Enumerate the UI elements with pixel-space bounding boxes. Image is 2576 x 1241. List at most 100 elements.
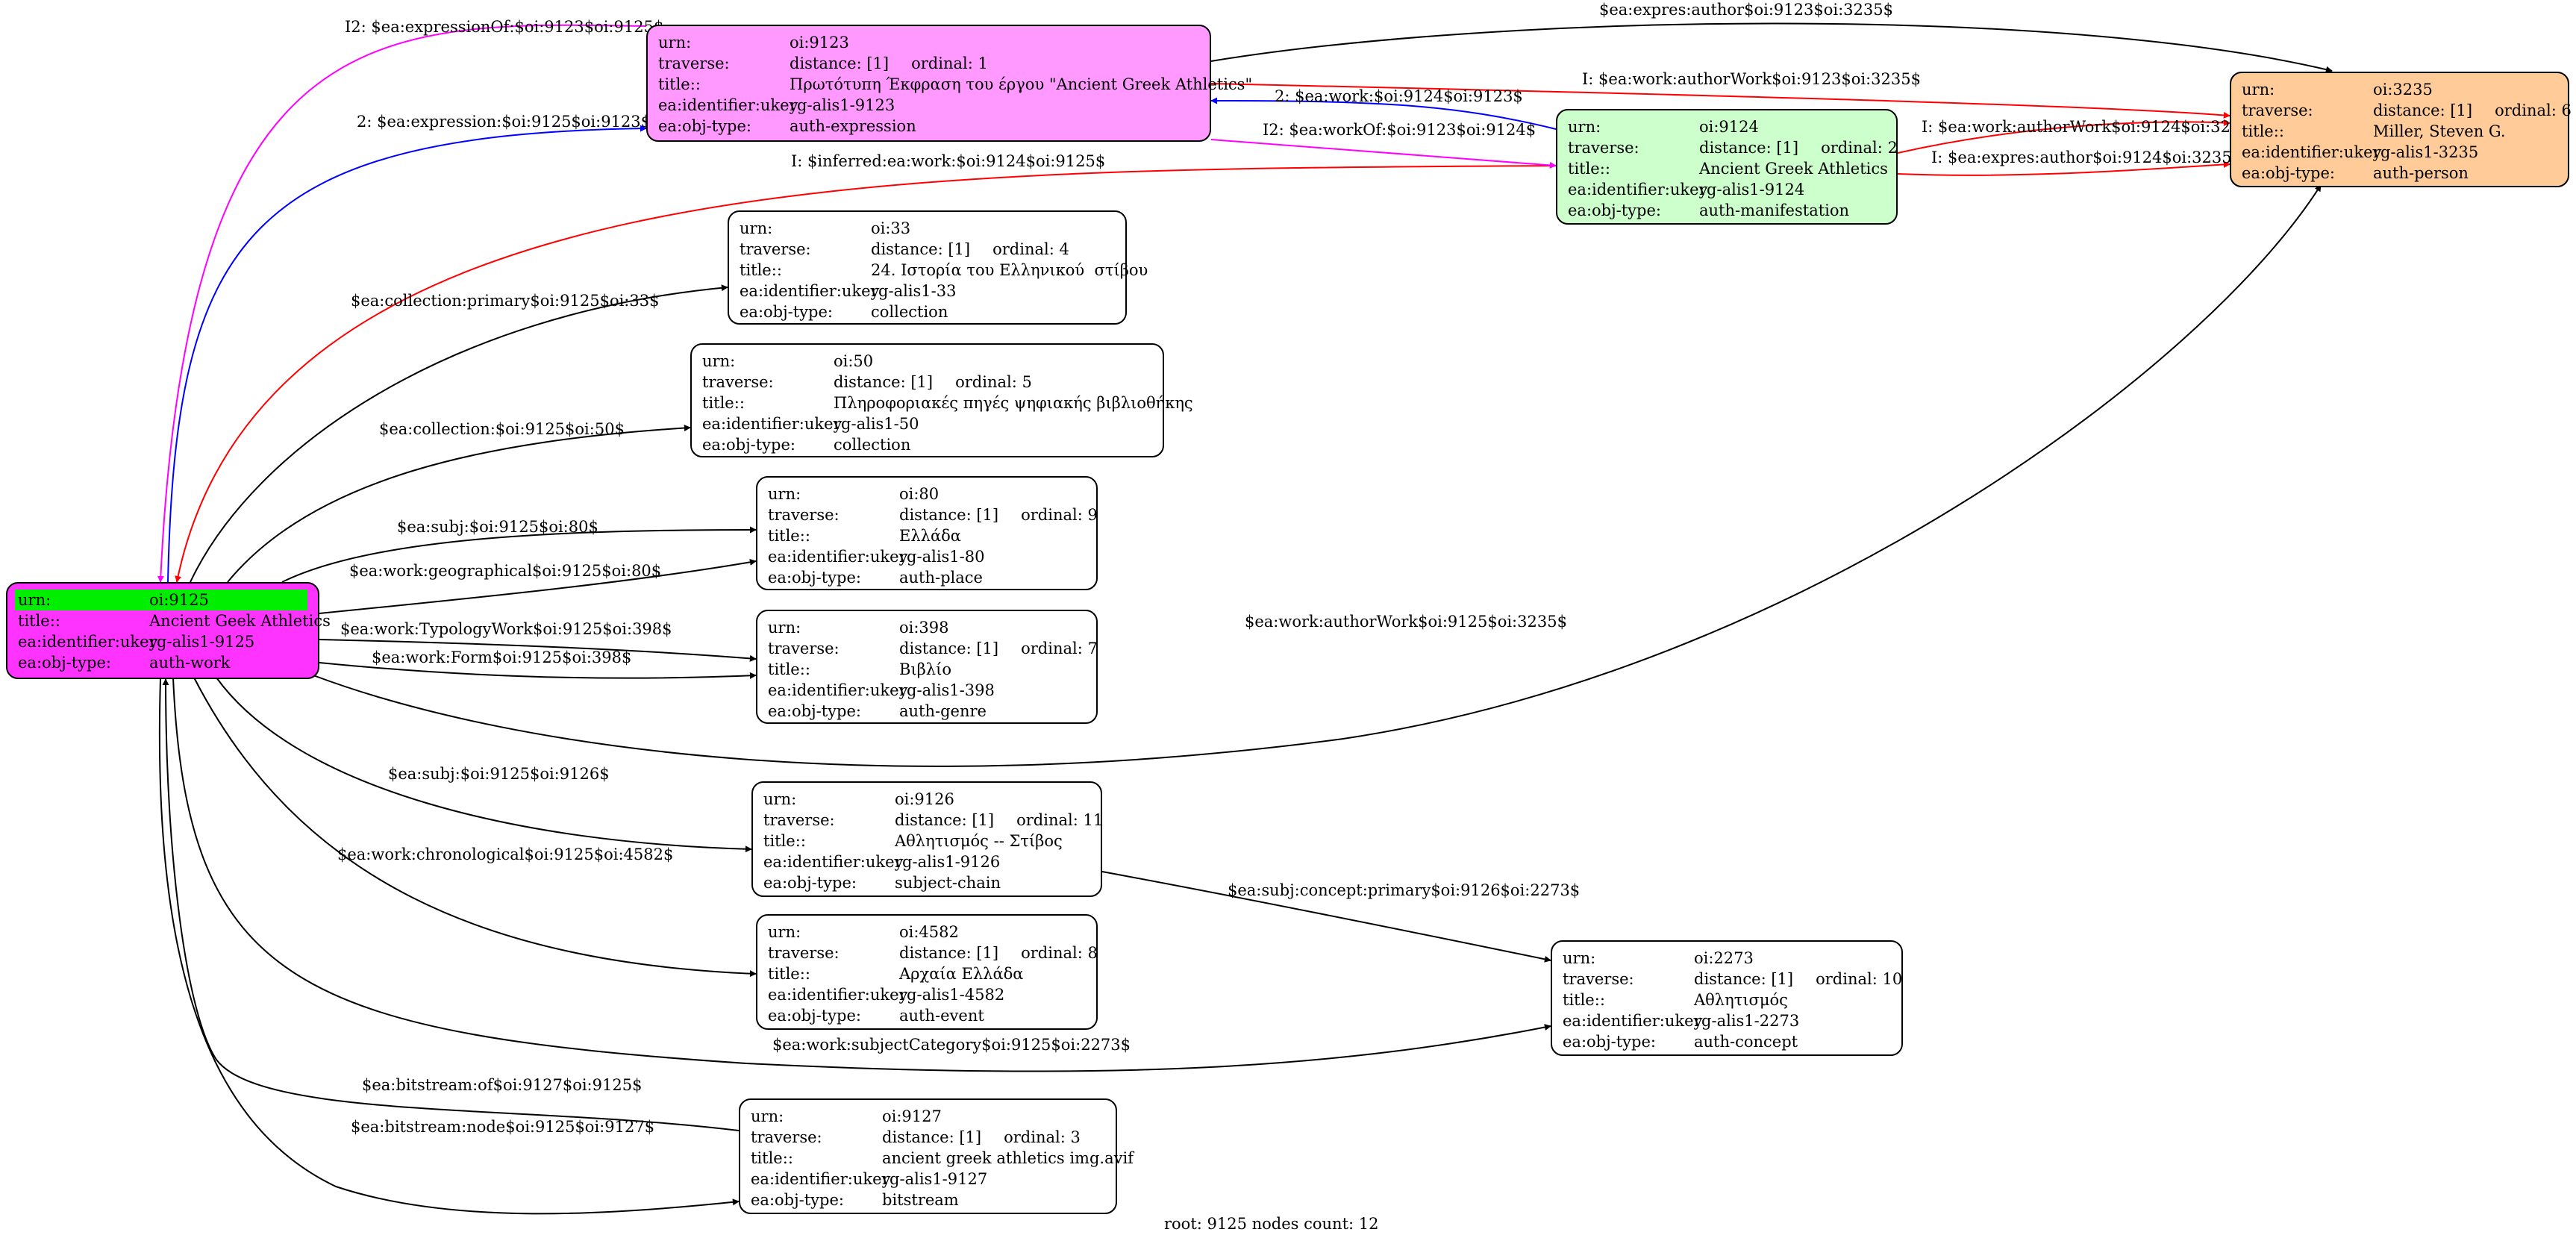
node-urn: oi:3235 [2373, 81, 2433, 99]
node-urn: oi:9126 [895, 790, 954, 808]
node-urn: oi:398 [899, 619, 949, 637]
node-title-row: title::Ancient Geek Athletics [18, 610, 331, 631]
node-ordinal: ordinal: 5 [955, 373, 1032, 391]
node-oi-9125[interactable]: urn: oi:9125 title::Ancient Geek Athletic… [6, 582, 331, 679]
node-type: auth-person [2373, 164, 2469, 182]
node-traverse: distance: [1] [790, 54, 890, 72]
node-ordinal: ordinal: 2 [1821, 139, 1898, 157]
edge-label: 2: $ea:expression:$oi:9125$oi:9123$ [357, 113, 651, 131]
node-traverse: distance: [1] [899, 944, 999, 962]
field-label: ea:obj-type: [768, 569, 861, 587]
node-oi-9124[interactable]: urn:oi:9124 traverse:distance: [1]ordina… [1556, 109, 1898, 225]
node-oi-2273[interactable]: urn:oi:2273 traverse:distance: [1]ordina… [1551, 940, 1903, 1056]
field-label: traverse: [2242, 101, 2313, 119]
field-label: ea:obj-type: [1568, 201, 1661, 219]
edge-subj-concept-primary-9126-2273 [1101, 871, 1551, 963]
edge-label: I: $ea:work:authorWork$oi:9123$oi:3235$ [1582, 70, 1921, 88]
node-urn: oi:9123 [790, 34, 849, 51]
field-label: traverse: [768, 640, 840, 657]
field-label: title:: [658, 75, 701, 93]
edge-authorwork-9125-3235 [313, 184, 2322, 767]
edge-authorwork-9124-3235 [1897, 119, 2230, 154]
node-title: Βιβλίο [899, 660, 951, 678]
edge-label: $ea:bitstream:node$oi:9125$oi:9127$ [351, 1118, 654, 1136]
edge-label: I: $ea:expres:author$oi:9124$oi:3235$ [1931, 149, 2242, 166]
field-label: traverse: [763, 811, 835, 829]
field-label: urn: [18, 591, 51, 609]
node-title: Ancient Greek Athletics [1699, 160, 1888, 178]
node-traverse: distance: [1] [899, 640, 999, 657]
edge-label: $ea:subj:concept:primary$oi:9126$oi:2273… [1228, 881, 1580, 899]
field-label: traverse: [658, 54, 730, 72]
node-oi-33[interactable]: urn:oi:33 traverse:distance: [1]ordinal:… [728, 210, 1148, 325]
node-ukey: rg-alis1-2273 [1694, 1012, 1800, 1030]
edge-label: $ea:work:chronological$oi:9125$oi:4582$ [337, 845, 673, 863]
node-oi-80[interactable]: urn:oi:80 traverse:distance: [1]ordinal:… [756, 476, 1098, 590]
node-ukey: rg-alis1-3235 [2373, 143, 2479, 161]
node-type: collection [834, 436, 911, 454]
node-urn: oi:9125 [149, 591, 209, 609]
field-label: urn: [740, 219, 773, 237]
field-label: ea:identifier:ukey [18, 633, 158, 651]
node-urn: oi:80 [899, 485, 940, 503]
node-ordinal: ordinal: 3 [1004, 1128, 1081, 1146]
node-title: ancient greek athletics img.avif [882, 1149, 1134, 1167]
field-label: title:: [1563, 991, 1605, 1009]
edge-label: $ea:collection:primary$oi:9125$oi:33$ [351, 292, 659, 310]
edge-chronological-9125-4582 [193, 677, 757, 978]
node-title: Miller, Steven G. [2373, 122, 2506, 140]
node-oi-9126[interactable]: urn:oi:9126 traverse:distance: [1]ordina… [751, 781, 1103, 897]
node-type: auth-manifestation [1699, 201, 1850, 219]
edge-label: I2: $ea:workOf:$oi:9123$oi:9124$ [1263, 121, 1536, 139]
field-label: ea:identifier:ukey [740, 282, 880, 300]
node-urn: oi:2273 [1694, 949, 1754, 967]
field-label: urn: [768, 619, 801, 637]
node-oi-3235[interactable]: urn:oi:3235 traverse:distance: [1]ordina… [2230, 72, 2572, 187]
field-label: ea:identifier:ukey [763, 853, 904, 871]
node-urn: oi:33 [871, 219, 911, 237]
field-label: urn: [1568, 118, 1601, 136]
node-traverse: distance: [1] [1699, 139, 1799, 157]
node-oi-50[interactable]: urn:oi:50 traverse:distance: [1]ordinal:… [690, 343, 1193, 457]
node-traverse: distance: [1] [882, 1128, 982, 1146]
node-type: auth-expression [790, 117, 916, 135]
node-type: auth-event [899, 1007, 984, 1025]
edge-expres-author-9123-3235 [1210, 22, 2333, 73]
field-label: urn: [702, 352, 736, 370]
node-oi-398[interactable]: urn:oi:398 traverse:distance: [1]ordinal… [756, 610, 1098, 724]
node-ukey: rg-alis1-4582 [899, 986, 1005, 1004]
node-ordinal: ordinal: 6 [2495, 101, 2572, 119]
node-oi-9123[interactable]: urn:oi:9123 traverse:distance: [1]ordina… [646, 25, 1252, 142]
node-ordinal: ordinal: 4 [992, 240, 1069, 258]
edge-label: $ea:expres:author$oi:9123$oi:3235$ [1599, 1, 1893, 19]
node-oi-9127[interactable]: urn:oi:9127 traverse:distance: [1]ordina… [739, 1098, 1134, 1214]
field-label: ea:obj-type: [751, 1191, 844, 1209]
node-traverse: distance: [1] [895, 811, 995, 829]
field-label: ea:obj-type: [763, 874, 857, 892]
edge-subj-9125-9126 [216, 677, 752, 853]
field-label: ea:identifier:ukey [2242, 143, 2382, 161]
node-traverse: distance: [1] [871, 240, 971, 258]
field-label: title:: [2242, 122, 2284, 140]
node-traverse: distance: [1] [2373, 101, 2473, 119]
node-ukey: rg-alis1-9127 [882, 1170, 988, 1188]
node-ordinal: ordinal: 8 [1021, 944, 1098, 962]
field-label: traverse: [768, 506, 840, 524]
node-oi-4582[interactable]: urn:oi:4582 traverse:distance: [1]ordina… [756, 914, 1098, 1030]
edge-form-9125-398 [319, 662, 757, 679]
node-title: Αθλητισμός -- Στίβος [895, 832, 1063, 850]
field-label: ea:identifier:ukey [768, 986, 908, 1004]
node-ukey: rg-alis1-9123 [790, 96, 895, 114]
edge-subj-9125-80 [281, 526, 757, 583]
field-label: ea:obj-type: [768, 1007, 861, 1025]
field-label: traverse: [1563, 970, 1634, 988]
node-title: Ancient Geek Athletics [149, 612, 331, 630]
edge-label: $ea:work:TypologyWork$oi:9125$oi:398$ [340, 620, 672, 638]
field-label: title:: [702, 394, 745, 412]
edge-label: $ea:subj:$oi:9125$oi:9126$ [388, 765, 610, 783]
edge-label: $ea:work:Form$oi:9125$oi:398$ [372, 648, 631, 666]
field-label: traverse: [702, 373, 774, 391]
field-label: traverse: [768, 944, 840, 962]
edge-typologywork-9125-398 [319, 639, 757, 662]
